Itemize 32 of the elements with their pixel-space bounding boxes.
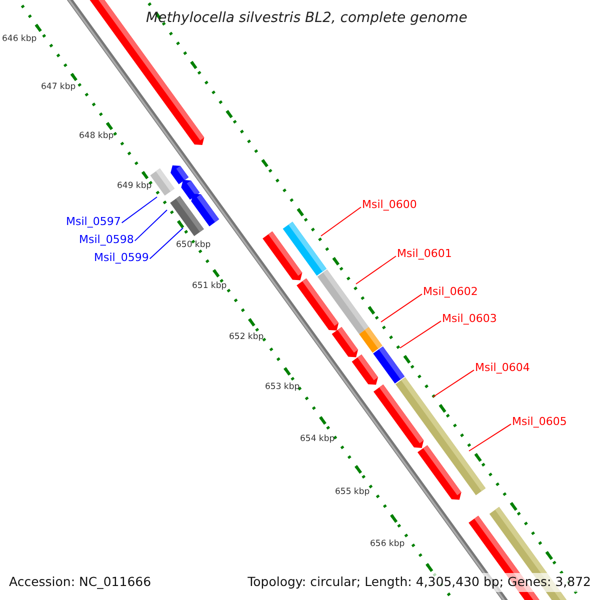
position-tick-label: 646 kbp <box>2 34 37 44</box>
gene-label: Msil_0597 <box>66 215 121 228</box>
gene-label: Msil_0601 <box>397 247 452 260</box>
gene-label: Msil_0605 <box>512 415 567 428</box>
position-tick-label: 650 kbp <box>176 240 211 250</box>
leader-line <box>320 206 362 236</box>
position-tick-label: 649 kbp <box>117 181 152 191</box>
leader-line <box>432 370 474 398</box>
position-tick-label: 648 kbp <box>79 131 114 141</box>
gene-label: Msil_0603 <box>442 312 497 325</box>
leader-line <box>468 424 512 452</box>
leader-line <box>149 228 184 260</box>
map-title: Methylocella silvestris BL2, complete genome <box>146 9 468 28</box>
accession-text: Accession: NC_011666 <box>9 573 152 591</box>
leader-line <box>356 256 396 284</box>
leader-line <box>134 210 168 242</box>
position-tick-label: 647 kbp <box>41 82 76 92</box>
position-tick-label: 655 kbp <box>335 487 370 497</box>
leader-line <box>380 294 422 322</box>
leader-line <box>121 196 158 224</box>
position-tick-label: 654 kbp <box>300 434 335 444</box>
position-tick-label: 653 kbp <box>265 382 300 392</box>
gene-label: Msil_0600 <box>362 198 417 211</box>
gene-label: Msil_0599 <box>94 251 149 264</box>
position-tick-label: 656 kbp <box>370 539 405 549</box>
gene-label: Msil_0598 <box>79 233 134 246</box>
position-tick-label: 651 kbp <box>192 281 227 291</box>
gene-label: Msil_0604 <box>475 361 530 374</box>
position-tick-label: 652 kbp <box>229 332 264 342</box>
gene-label: Msil_0602 <box>423 285 478 298</box>
genome-stats-text: Topology: circular; Length: 4,305,430 bp; Genes: 3,872 <box>248 573 591 592</box>
leader-line <box>400 320 442 348</box>
